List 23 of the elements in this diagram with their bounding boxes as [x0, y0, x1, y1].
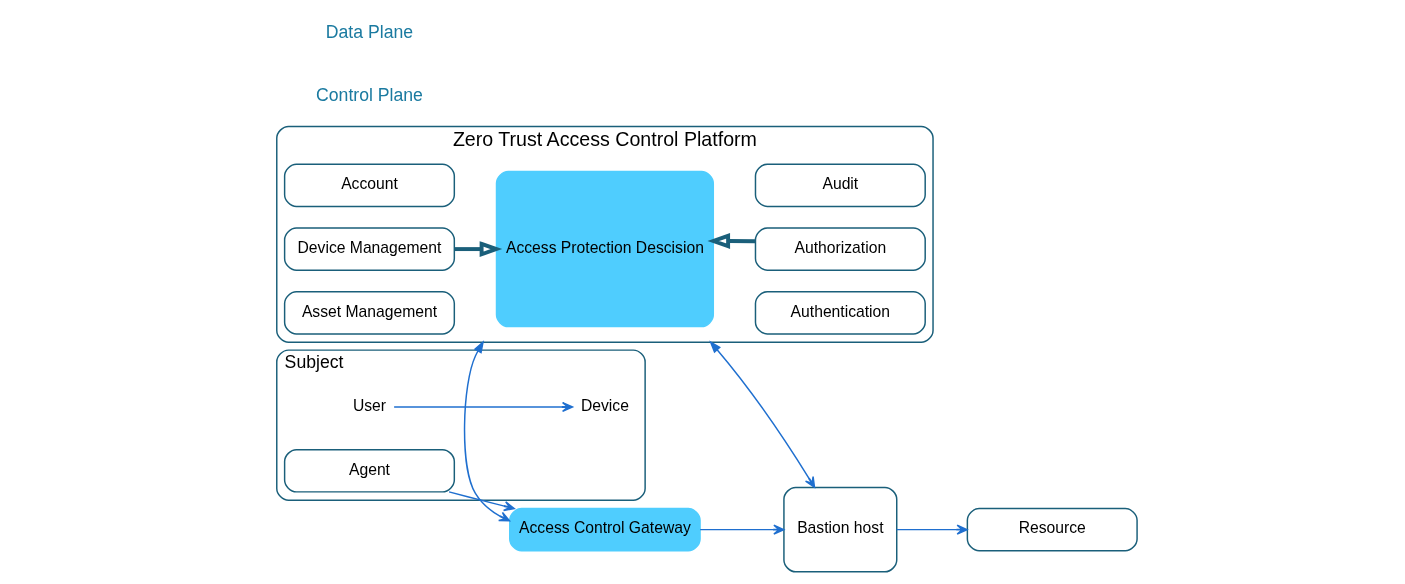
arrow	[895, 524, 968, 535]
arrow	[447, 491, 515, 512]
node-box: Agent	[283, 448, 455, 493]
node-box: Authorization	[754, 227, 926, 271]
arrow	[392, 401, 573, 413]
node-box: Asset Management	[283, 291, 455, 335]
node-box: Device Management	[283, 227, 455, 271]
node-box: Account	[283, 163, 455, 208]
label: Control Plane	[315, 85, 423, 106]
arrow	[708, 340, 815, 488]
node-box: Authentication	[754, 291, 926, 335]
arrow	[453, 241, 502, 257]
node-box: Bastion host	[782, 486, 897, 573]
node-box: Access Control Gateway	[508, 507, 701, 552]
label: Data Plane	[325, 21, 413, 42]
node-text: Device	[580, 396, 629, 414]
node-box: Resource	[966, 507, 1138, 552]
arrow	[698, 524, 784, 535]
arrow	[463, 340, 510, 522]
node-box: Audit	[754, 163, 926, 208]
node-text: User	[352, 396, 386, 414]
arrow	[706, 233, 755, 249]
node-box: Access Protection Descision	[495, 170, 714, 328]
